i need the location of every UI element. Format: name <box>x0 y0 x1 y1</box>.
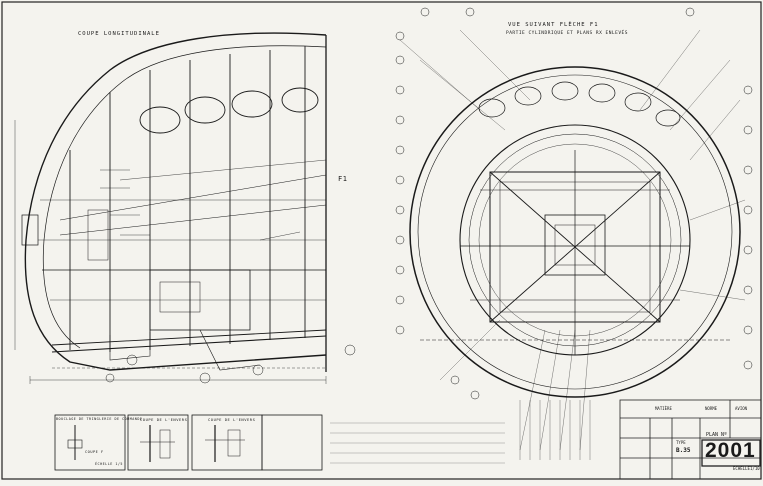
tb-type-label: TYPE <box>676 440 686 445</box>
tb-header-3: AVION <box>735 406 748 411</box>
end-view-callouts <box>395 7 753 400</box>
tb-plan-label: PLAN Nº <box>706 432 728 438</box>
right-view-subtitle: PARTIE CYLINDRIQUE ET PLANS RX ENLEVÉS <box>506 31 628 36</box>
tb-header-2: NORME <box>705 406 718 411</box>
section-f-label: COUPE F <box>85 450 104 454</box>
arrow-label: F1 <box>338 175 348 183</box>
title-block-frame <box>619 399 762 480</box>
tb-header-1: MATIÈRE <box>655 406 672 411</box>
lower-leaders <box>519 400 591 460</box>
tb-scale-label: ÉCHELLE <box>733 466 750 471</box>
detail-right-title: COUPE DE L'ENVERS <box>208 417 256 422</box>
plan-number: 2001 <box>705 439 756 462</box>
tb-type-value: B.35 <box>676 447 691 454</box>
notes-lines <box>330 422 505 464</box>
tb-scale-value: 1/10 <box>750 466 760 471</box>
left-callouts <box>105 344 356 384</box>
detail-panels <box>54 414 323 471</box>
detail-left-title: BOUCLAGE DE TRINGLERIE DE COMMANDE <box>56 417 143 421</box>
right-view-title: VUE SUIVANT FLÈCHE F1 <box>508 22 599 28</box>
longitudinal-section <box>14 32 327 384</box>
left-view-title: COUPE LONGITUDINALE <box>78 31 160 37</box>
detail-scale-label: ÉCHELLE 1/5 <box>95 462 123 466</box>
detail-mid-title: COUPE DE L'ENVERS <box>140 417 188 422</box>
end-view <box>399 29 746 451</box>
